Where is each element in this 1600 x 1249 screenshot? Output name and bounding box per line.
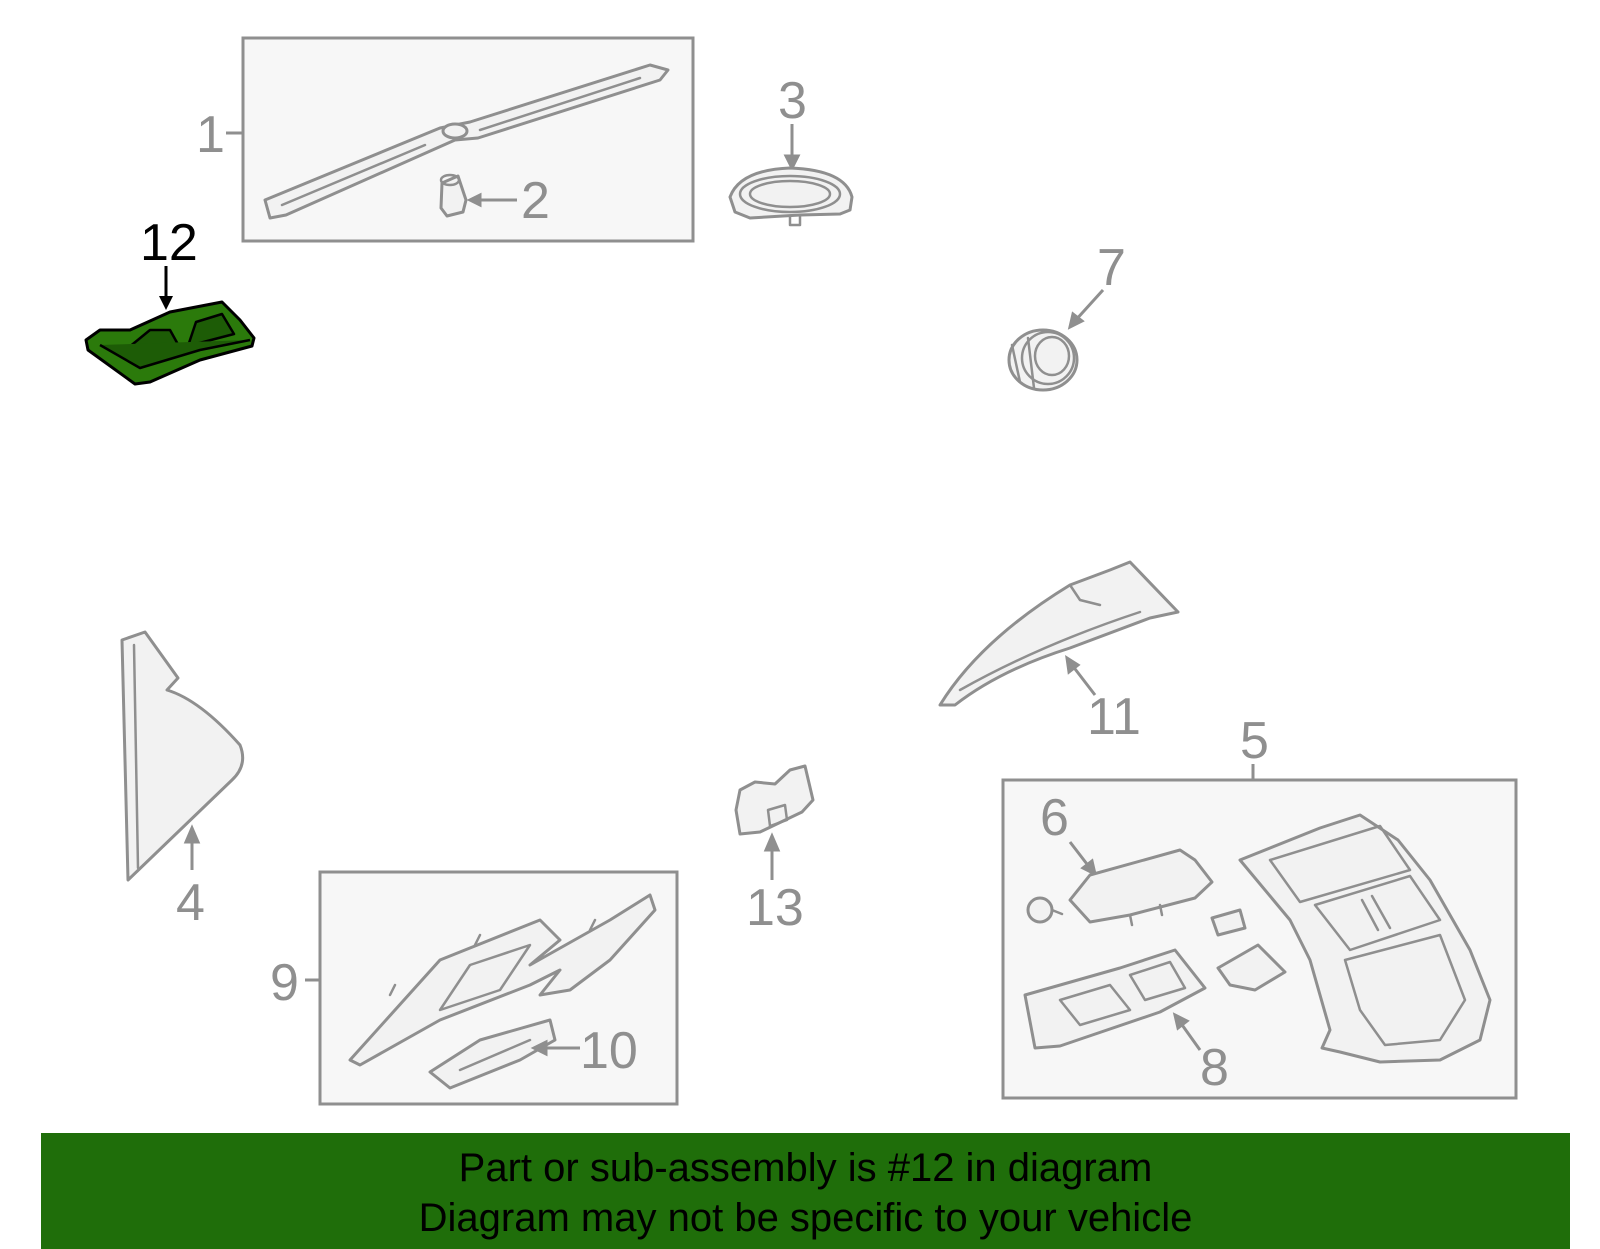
part-4-side-panel[interactable] bbox=[120, 630, 245, 882]
callout-12[interactable]: 12 bbox=[140, 214, 198, 272]
callout-11[interactable]: 11 bbox=[1087, 688, 1141, 746]
part-9-panel[interactable] bbox=[348, 893, 657, 1067]
leader-8 bbox=[1178, 1021, 1202, 1051]
banner-line-1: Part or sub-assembly is #12 in diagram bbox=[458, 1146, 1153, 1190]
part-8-switch-panel[interactable] bbox=[1023, 948, 1207, 1050]
callout-3[interactable]: 3 bbox=[778, 72, 807, 130]
callout-7[interactable]: 7 bbox=[1097, 239, 1126, 297]
info-banner: Part or sub-assembly is #12 in diagram D… bbox=[41, 1133, 1570, 1249]
part-12-highlighted-bracket[interactable] bbox=[84, 300, 256, 386]
callout-13[interactable]: 13 bbox=[746, 879, 804, 937]
callout-1[interactable]: 1 bbox=[196, 106, 225, 164]
part-11-curved-trim[interactable] bbox=[938, 560, 1180, 707]
part-2-clip[interactable] bbox=[439, 173, 468, 218]
callout-4[interactable]: 4 bbox=[176, 874, 205, 932]
part-7-round-vent[interactable] bbox=[1007, 328, 1079, 392]
part-6-screw[interactable] bbox=[1026, 896, 1064, 924]
callout-2[interactable]: 2 bbox=[521, 172, 550, 230]
banner-line-2: Diagram may not be specific to your vehi… bbox=[418, 1196, 1193, 1240]
part-13-clip[interactable] bbox=[734, 764, 815, 836]
callout-9[interactable]: 9 bbox=[270, 954, 299, 1012]
part-5-bracket-small[interactable] bbox=[1210, 908, 1287, 992]
part-3-speaker-ring[interactable] bbox=[728, 166, 854, 227]
leader-11 bbox=[1070, 664, 1097, 696]
callout-5[interactable]: 5 bbox=[1240, 712, 1269, 770]
callout-6[interactable]: 6 bbox=[1040, 789, 1069, 847]
callout-8[interactable]: 8 bbox=[1200, 1039, 1229, 1097]
part-1-trim-strip[interactable] bbox=[263, 63, 670, 220]
part-5-center-bezel[interactable] bbox=[1238, 813, 1492, 1064]
callout-10[interactable]: 10 bbox=[580, 1022, 638, 1080]
part-6-control-module[interactable] bbox=[1068, 848, 1214, 927]
